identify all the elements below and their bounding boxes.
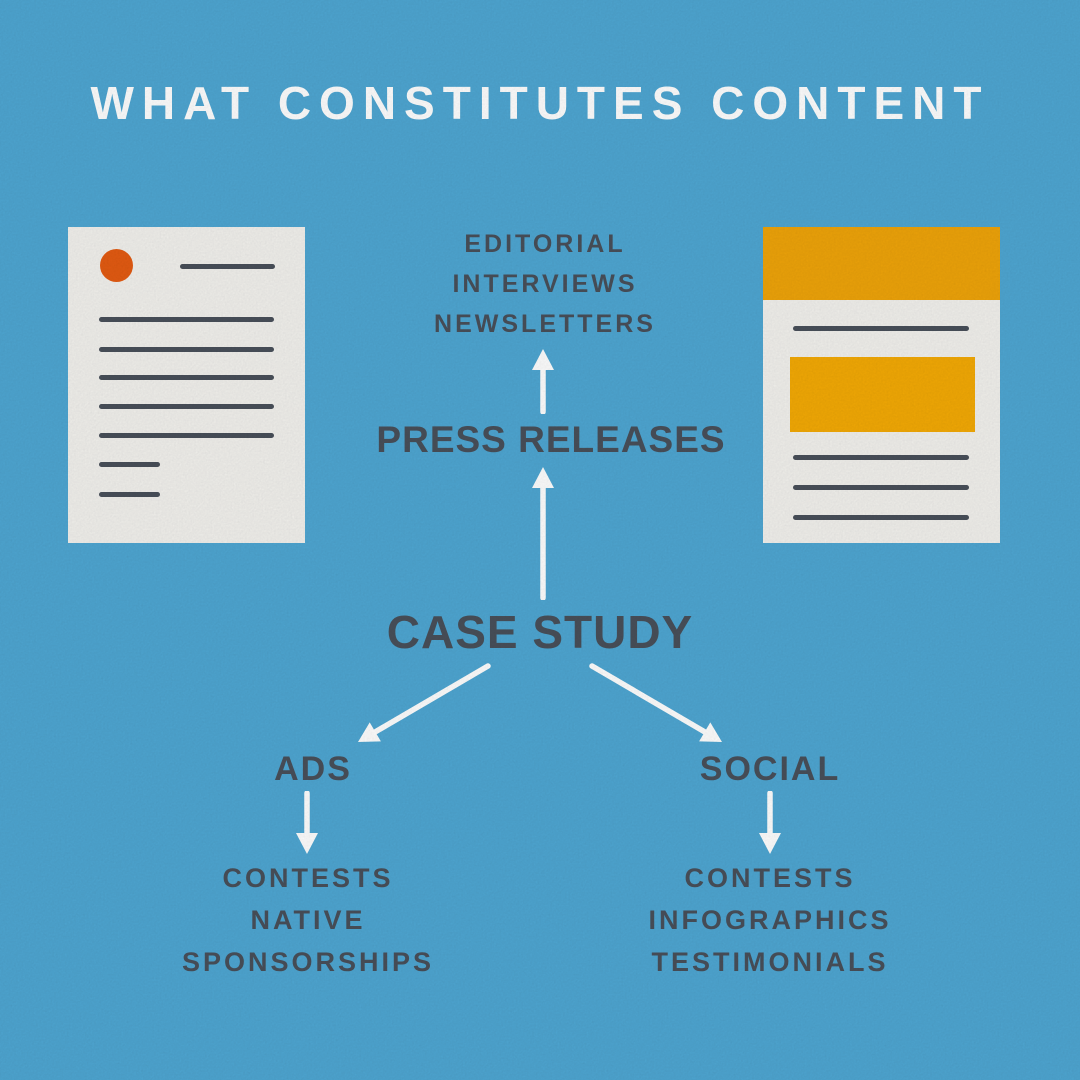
logo-dot-icon bbox=[100, 249, 133, 282]
ads-node: ADS bbox=[274, 750, 352, 788]
text-line bbox=[99, 433, 274, 438]
text-line bbox=[99, 404, 274, 409]
arrow-ads-to-types-icon bbox=[296, 791, 318, 854]
editorial-channels-list: EDITORIAL INTERVIEWS NEWSLETTERS bbox=[345, 224, 745, 344]
newsletter-document-icon bbox=[763, 227, 1000, 543]
text-line bbox=[793, 455, 969, 460]
list-item: INFOGRAPHICS bbox=[648, 905, 892, 935]
arrow-case-study-to-press-releases-icon bbox=[532, 467, 554, 600]
social-types-list: CONTESTS INFOGRAPHICS TESTIMONIALS bbox=[610, 857, 930, 983]
page-title: WHAT CONSTITUTES CONTENT bbox=[90, 77, 990, 129]
social-node: SOCIAL bbox=[699, 750, 841, 788]
text-line bbox=[793, 485, 969, 490]
text-line-short bbox=[99, 462, 160, 467]
list-item: INTERVIEWS bbox=[452, 270, 638, 298]
letterhead-document-icon bbox=[68, 227, 305, 543]
list-item: EDITORIAL bbox=[464, 230, 626, 258]
list-item: CONTESTS bbox=[222, 863, 394, 893]
list-item: NEWSLETTERS bbox=[434, 310, 656, 338]
text-line bbox=[180, 264, 275, 269]
text-line-short bbox=[99, 492, 160, 497]
list-item: NATIVE bbox=[250, 905, 366, 935]
text-line bbox=[99, 317, 274, 322]
list-item: SPONSORSHIPS bbox=[181, 947, 435, 977]
arrow-case-study-to-ads-icon bbox=[358, 663, 491, 742]
list-item: CONTESTS bbox=[684, 863, 856, 893]
text-line bbox=[99, 375, 274, 380]
arrow-case-study-to-social-icon bbox=[589, 663, 722, 742]
ads-types-list: CONTESTS NATIVE SPONSORSHIPS bbox=[148, 857, 468, 983]
header-banner bbox=[763, 227, 1000, 300]
text-line bbox=[793, 326, 969, 331]
text-line bbox=[99, 347, 274, 352]
text-line bbox=[793, 515, 969, 520]
arrow-press-releases-to-editorial-icon bbox=[532, 349, 554, 414]
press-releases-node: PRESS RELEASES bbox=[376, 419, 726, 460]
arrow-social-to-types-icon bbox=[759, 791, 781, 854]
image-block bbox=[790, 357, 975, 432]
case-study-node: CASE STUDY bbox=[386, 606, 694, 658]
list-item: TESTIMONIALS bbox=[651, 947, 889, 977]
